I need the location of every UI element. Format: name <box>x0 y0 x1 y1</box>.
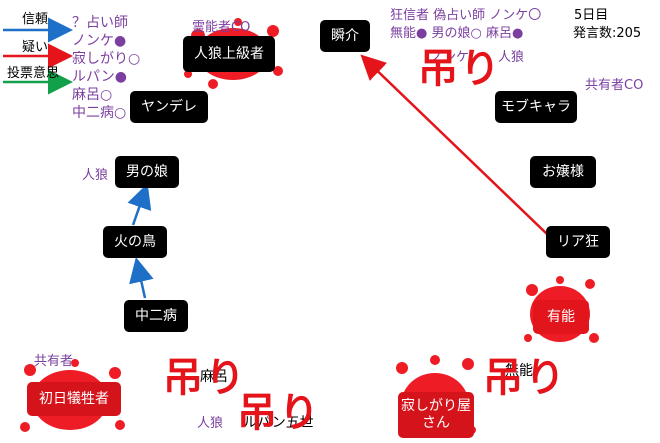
player-maro[interactable]: 麻呂 <box>200 369 228 385</box>
player-ojousama[interactable]: お嬢様 <box>530 156 596 188</box>
doubt-arrow-riakyou-to-shunsuke <box>360 54 549 236</box>
player-lupin[interactable]: ルパン五世 <box>243 415 314 431</box>
claim-medium-co: 霊能者CO <box>192 20 251 35</box>
legend-trust-label: 信頼 <box>22 12 49 27</box>
player-yandere[interactable]: ヤンデレ <box>130 91 208 123</box>
player-mob-chara[interactable]: モブキャラ <box>495 91 577 123</box>
hang-mark: 吊り <box>483 355 567 401</box>
trust-arrow-hinotori-to-otokonoko <box>127 183 152 226</box>
role-list-item: ？占い師 <box>72 15 128 31</box>
top-info-line-2: 無能● 男の娘○ 麻呂● <box>390 26 524 41</box>
player-shonichi[interactable]: 初日犠牲者 <box>27 382 121 416</box>
claim-werewolf-otokonoko: 人狼 <box>82 168 109 183</box>
trust-arrow-chuunibyou-to-hinotori <box>129 257 154 299</box>
legend-doubt-label: 疑い <box>22 40 49 55</box>
day-indicator: 5日目 <box>574 8 609 23</box>
role-list: ？占い師 ノンケ● 寂しがり○ ルパン● 麻呂○ 中二病○ <box>72 14 140 122</box>
player-werewolf-senior[interactable]: 人狼上級者 <box>183 36 275 72</box>
player-hinotori[interactable]: 火の鳥 <box>103 226 167 258</box>
role-list-item: 寂しがり○ <box>72 51 141 67</box>
claim-sharer-co: 共有者CO <box>585 78 644 93</box>
player-shunsuke[interactable]: 瞬介 <box>320 20 370 52</box>
top-info-line-1: 狂信者 偽占い師 ノンケ〇 <box>390 8 542 23</box>
claim-sharer-left: 共有者 <box>34 354 74 369</box>
hang-mark: 吊り <box>163 355 247 401</box>
player-otokonoko[interactable]: 男の娘 <box>115 156 179 188</box>
post-count: 発言数:205 <box>573 26 642 41</box>
role-list-item: ノンケ● <box>72 33 127 49</box>
role-list-item: ルパン● <box>72 69 127 85</box>
hang-mark: 吊り <box>237 390 321 436</box>
role-list-item: 麻呂○ <box>72 87 113 103</box>
hang-mark: 吊り <box>418 46 502 92</box>
player-sabishigari[interactable]: 寂しがり屋さん <box>398 392 474 438</box>
legend-vote-label: 投票意思 <box>7 66 60 81</box>
player-chuunibyou[interactable]: 中二病 <box>124 300 188 332</box>
claim-werewolf-bottom: 人狼 <box>197 416 224 431</box>
player-yuunou[interactable]: 有能 <box>533 300 589 334</box>
claim-werewolf-top: 人狼 <box>498 50 525 65</box>
player-muno[interactable]: 無能 <box>505 363 533 379</box>
player-riakyou[interactable]: リア狂 <box>546 226 610 258</box>
role-list-item: 中二病○ <box>72 105 127 121</box>
claim-nonke: ノンケ <box>430 50 470 65</box>
